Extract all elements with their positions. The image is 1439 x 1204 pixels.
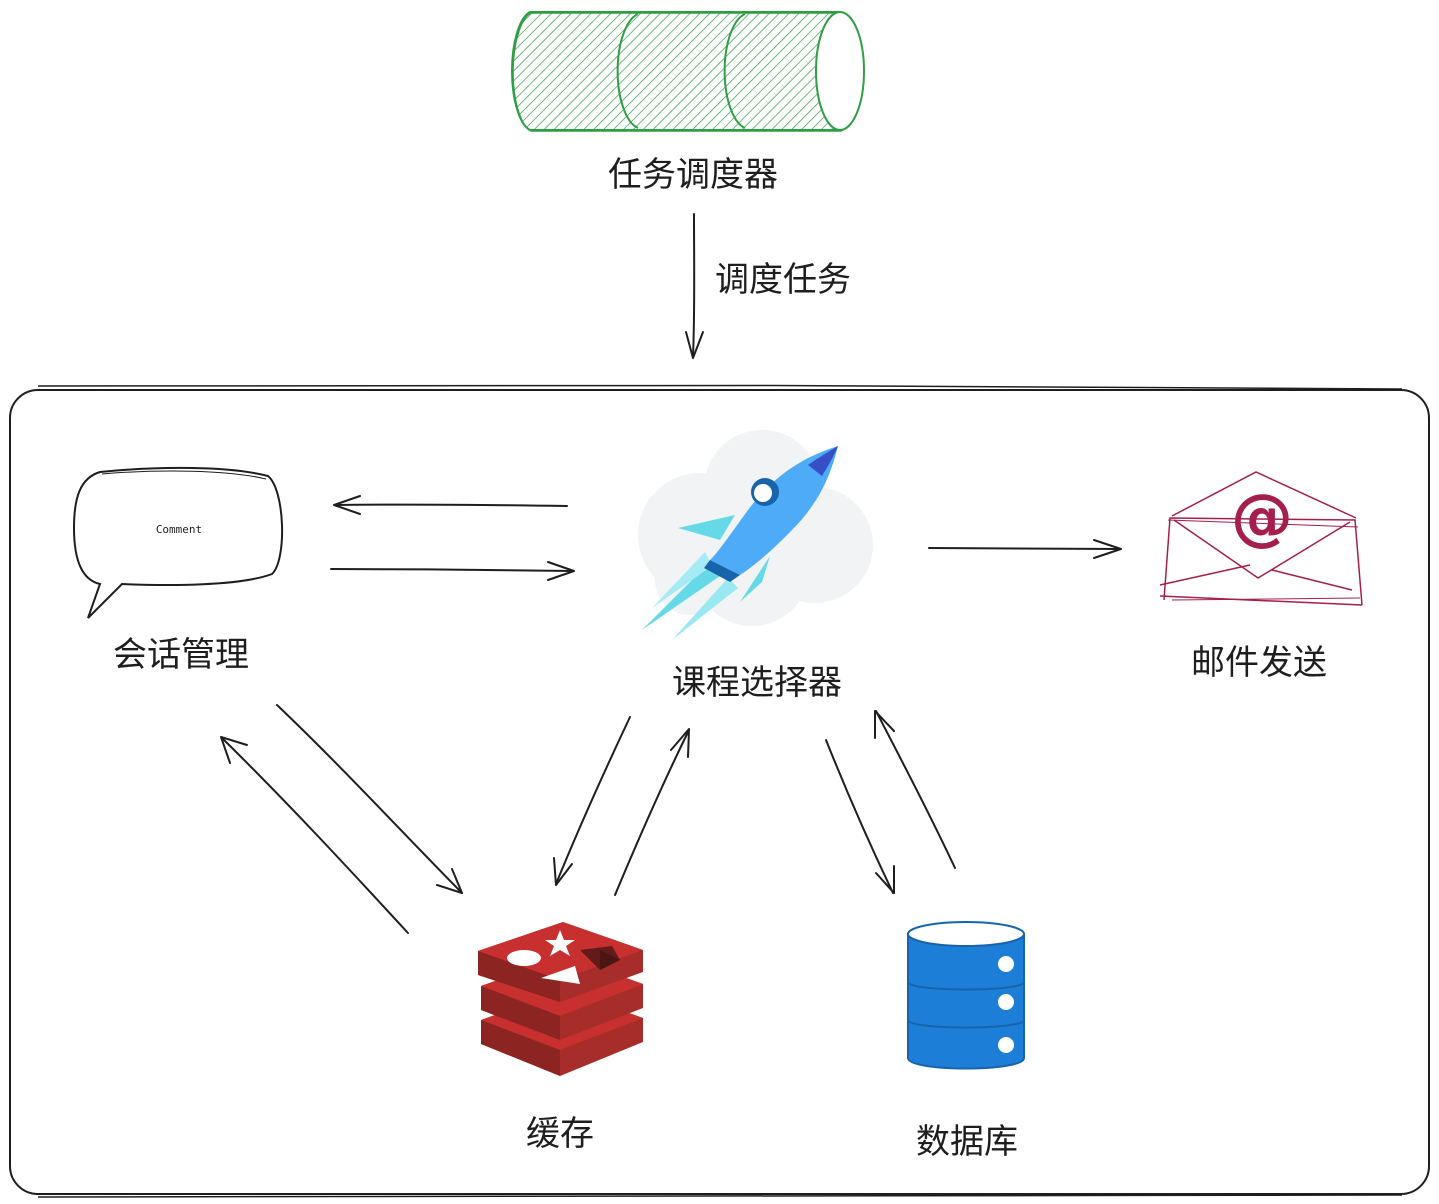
session-label: 会话管理 — [113, 635, 249, 675]
arrow-session-to-cache — [276, 704, 463, 894]
scheduler-label: 任务调度器 — [608, 155, 778, 195]
speech-bubble-text: Comment — [156, 523, 202, 536]
selector-label: 课程选择器 — [672, 663, 842, 703]
arrow-cache-to-selector — [614, 728, 690, 896]
at-sign-icon: @ — [1231, 480, 1293, 553]
database-icon — [907, 921, 1025, 1070]
cache-label: 缓存 — [526, 1114, 594, 1154]
edge-label-schedule-task: 调度任务 — [715, 260, 851, 300]
database-label: 数据库 — [916, 1122, 1018, 1162]
mail-label: 邮件发送 — [1191, 643, 1327, 683]
email-envelope-icon: @ — [1159, 471, 1363, 606]
arrow-selector-to-database — [825, 739, 895, 894]
arrow-selector-to-session — [333, 495, 568, 515]
arrow-selector-to-cache — [553, 716, 631, 886]
arrow-cache-to-session — [220, 736, 409, 934]
arrow-scheduler-to-system — [685, 213, 704, 359]
arrow-session-to-selector — [330, 561, 575, 581]
arrow-database-to-selector — [874, 710, 956, 869]
arrow-selector-to-mail — [928, 539, 1122, 559]
scheduler-cylinder-icon — [511, 11, 865, 132]
speech-bubble-icon — [72, 466, 284, 619]
redis-icon — [478, 922, 643, 1076]
rocket-icon — [638, 430, 873, 640]
